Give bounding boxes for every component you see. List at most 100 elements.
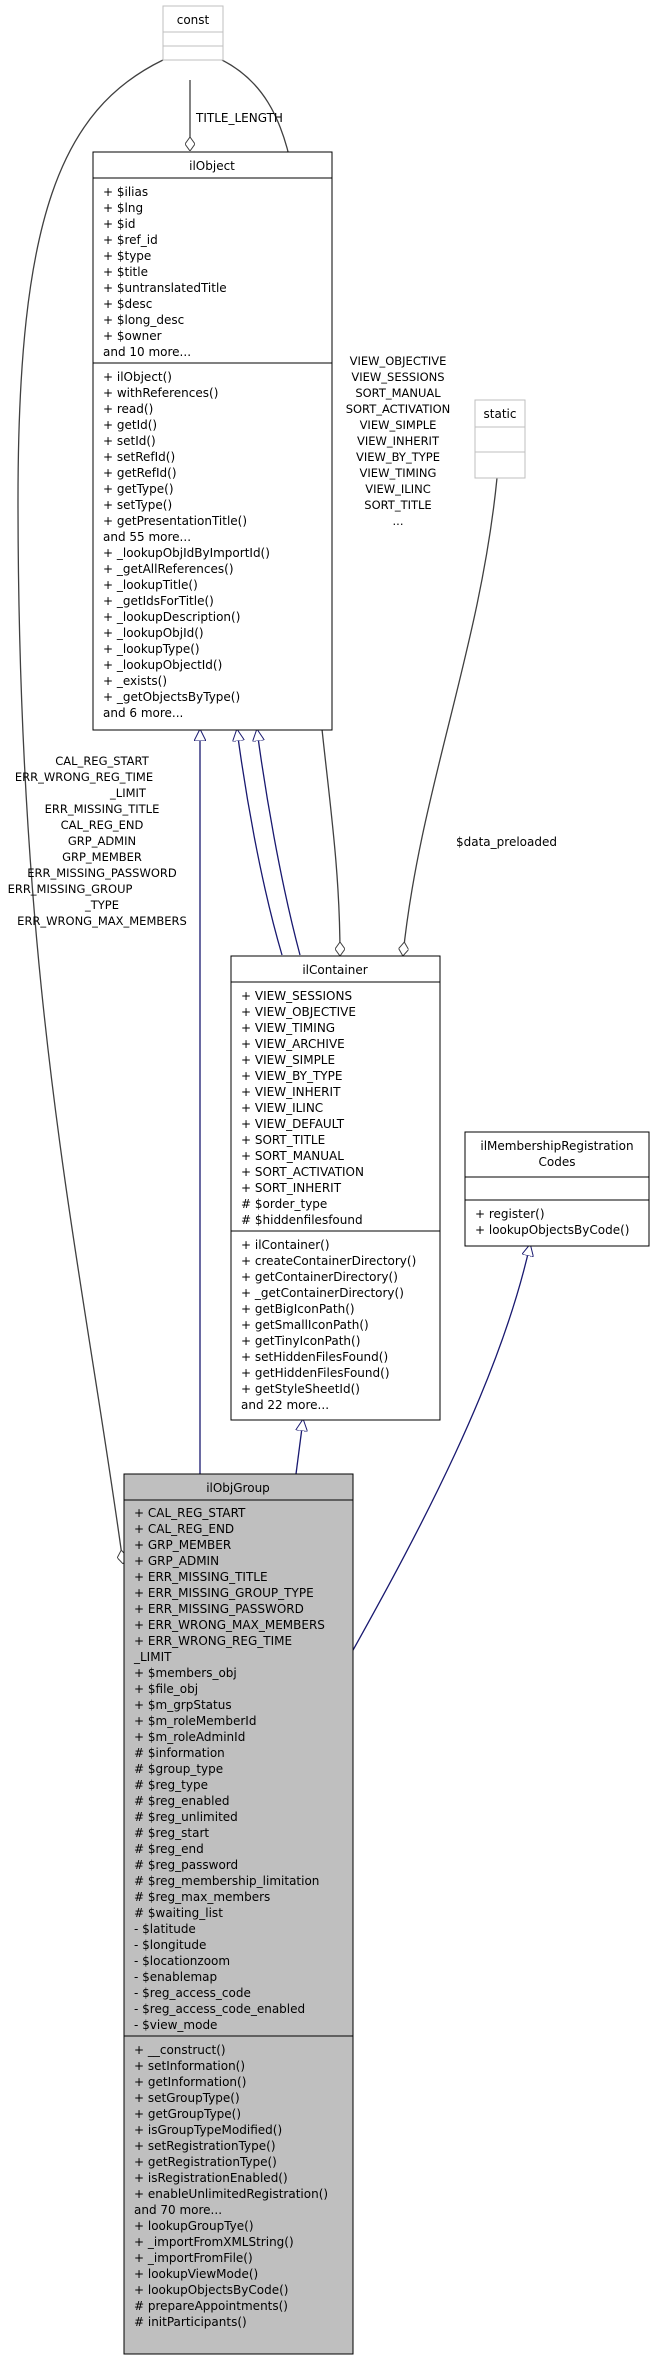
attribute: _LIMIT bbox=[133, 1650, 172, 1664]
method: + lookupViewMode() bbox=[134, 2267, 258, 2281]
method: + _lookupObjectId() bbox=[103, 658, 222, 672]
inheritance-edge-ilobjgroup-to-ilcontainer bbox=[295, 1420, 303, 1475]
method: # initParticipants() bbox=[134, 2315, 247, 2329]
method: + register() bbox=[475, 1207, 545, 1221]
method: and 22 more... bbox=[241, 1398, 329, 1412]
method: + setGroupType() bbox=[134, 2091, 240, 2105]
edge-label-line: VIEW_TIMING bbox=[360, 466, 437, 480]
class-box-static[interactable]: static bbox=[474, 399, 526, 479]
attribute: + ERR_WRONG_REG_TIME bbox=[134, 1634, 292, 1648]
attribute: - $reg_access_code_enabled bbox=[134, 2002, 305, 2016]
method: + getStyleSheetId() bbox=[241, 1382, 360, 1396]
edge-label-line: GRP_ADMIN bbox=[68, 834, 136, 848]
class-box-ilmembershipregistrationcodes[interactable]: ilMembershipRegistration Codes + registe… bbox=[464, 1131, 650, 1247]
class-box-ilobject[interactable]: ilObject + $ilias + $lng + $id + $ref_id… bbox=[92, 151, 333, 731]
edge-label-line: VIEW_OBJECTIVE bbox=[350, 354, 447, 368]
method: + isRegistrationEnabled() bbox=[134, 2171, 288, 2185]
attribute: # $reg_type bbox=[134, 1778, 208, 1792]
method: # prepareAppointments() bbox=[134, 2299, 288, 2313]
edge-label-line: ... bbox=[393, 514, 404, 528]
attribute: # $reg_max_members bbox=[134, 1890, 270, 1904]
edge-label-line: VIEW_SESSIONS bbox=[351, 370, 444, 384]
attribute: + $file_obj bbox=[134, 1682, 198, 1696]
attribute: # $reg_password bbox=[134, 1858, 238, 1872]
class-title: ilContainer bbox=[302, 963, 367, 977]
inheritance-edge-ilcontainer-to-ilobject-2 bbox=[257, 730, 301, 956]
method: and 55 more... bbox=[103, 530, 191, 544]
edge-label-line: TITLE_LENGTH bbox=[195, 111, 283, 125]
attribute-list: + CAL_REG_START + CAL_REG_END + GRP_MEMB… bbox=[133, 1506, 325, 2032]
method: and 70 more... bbox=[134, 2203, 222, 2217]
method: + _lookupObjId() bbox=[103, 626, 204, 640]
method: + getPresentationTitle() bbox=[103, 514, 247, 528]
method: + __construct() bbox=[134, 2043, 226, 2057]
edge-label-line: VIEW_BY_TYPE bbox=[356, 450, 440, 464]
edge-label-line: CAL_REG_START bbox=[55, 754, 149, 768]
edge-label-line: VIEW_ILINC bbox=[365, 482, 430, 496]
attribute: + $desc bbox=[103, 297, 152, 311]
attribute: + VIEW_OBJECTIVE bbox=[241, 1005, 356, 1019]
attribute: + ERR_MISSING_PASSWORD bbox=[134, 1602, 304, 1616]
edge-label-line: ERR_WRONG_MAX_MEMBERS bbox=[17, 914, 187, 928]
attribute: + $m_grpStatus bbox=[134, 1698, 232, 1712]
class-title-line: Codes bbox=[539, 1155, 576, 1169]
edge-label-line: $data_preloaded bbox=[456, 835, 557, 849]
method: + getInformation() bbox=[134, 2075, 246, 2089]
edge-label-line: ERR_MISSING_TITLE bbox=[45, 802, 160, 816]
edge-label-const-to-group: CAL_REG_START ERR_WRONG_REG_TIME _LIMIT … bbox=[8, 754, 187, 928]
attribute: + VIEW_SESSIONS bbox=[241, 989, 352, 1003]
attribute: # $reg_start bbox=[134, 1826, 209, 1840]
edge-label-line: SORT_MANUAL bbox=[355, 386, 441, 400]
attribute: + CAL_REG_START bbox=[134, 1506, 246, 1520]
class-box-ilobjgroup[interactable]: ilObjGroup + CAL_REG_START + CAL_REG_END… bbox=[123, 1473, 354, 2355]
attribute: + $ref_id bbox=[103, 233, 158, 247]
method-list: + ilContainer() + createContainerDirecto… bbox=[241, 1238, 416, 1412]
class-box-const[interactable]: const bbox=[162, 5, 224, 61]
method: + enableUnlimitedRegistration() bbox=[134, 2187, 328, 2201]
edges bbox=[17, 59, 530, 1653]
class-title-line: ilMembershipRegistration bbox=[480, 1139, 633, 1153]
method-list: + ilObject() + withReferences() + read()… bbox=[103, 370, 270, 720]
attribute: + ERR_MISSING_TITLE bbox=[134, 1570, 268, 1584]
attribute: - $reg_access_code bbox=[134, 1986, 251, 2000]
attribute: + $lng bbox=[103, 201, 143, 215]
method: + ilObject() bbox=[103, 370, 172, 384]
attribute: - $enablemap bbox=[134, 1970, 217, 1984]
method: + _getAllReferences() bbox=[103, 562, 234, 576]
method: + setHiddenFilesFound() bbox=[241, 1350, 388, 1364]
inheritance-edge-ilcontainer-to-ilobject-1 bbox=[237, 730, 283, 956]
method: + _lookupTitle() bbox=[103, 578, 198, 592]
edge-label-line: GRP_MEMBER bbox=[62, 850, 142, 864]
method: and 6 more... bbox=[103, 706, 183, 720]
attribute: # $reg_unlimited bbox=[134, 1810, 238, 1824]
attribute: + GRP_MEMBER bbox=[134, 1538, 231, 1552]
inheritance-edge-ilobjgroup-to-ilmembershipregistrationcodes bbox=[351, 1245, 530, 1653]
attribute: + SORT_TITLE bbox=[241, 1133, 325, 1147]
edge-label-title-length: TITLE_LENGTH bbox=[195, 111, 283, 125]
method: + read() bbox=[103, 402, 153, 416]
method: + getId() bbox=[103, 418, 157, 432]
attribute: + GRP_ADMIN bbox=[134, 1554, 219, 1568]
attribute: + VIEW_DEFAULT bbox=[241, 1117, 345, 1131]
attribute: + SORT_INHERIT bbox=[241, 1181, 342, 1195]
edge-label-line: ERR_MISSING_PASSWORD bbox=[27, 866, 177, 880]
method: + _lookupObjIdByImportId() bbox=[103, 546, 270, 560]
edge-label-line: ERR_MISSING_GROUP bbox=[8, 882, 133, 896]
method: + _getObjectsByType() bbox=[103, 690, 240, 704]
method: + lookupObjectsByCode() bbox=[475, 1223, 629, 1237]
class-title: static bbox=[484, 407, 517, 421]
edge-label-line: SORT_TITLE bbox=[364, 498, 431, 512]
attribute: + ERR_MISSING_GROUP_TYPE bbox=[134, 1586, 314, 1600]
edge-label-const-to-container: VIEW_OBJECTIVE VIEW_SESSIONS SORT_MANUAL… bbox=[346, 354, 451, 528]
edge-label-line: ERR_WRONG_REG_TIME bbox=[15, 770, 153, 784]
method: + getBigIconPath() bbox=[241, 1302, 355, 1316]
edge-label-line: VIEW_INHERIT bbox=[357, 434, 440, 448]
edge-label-line: VIEW_SIMPLE bbox=[360, 418, 437, 432]
attribute: # $group_type bbox=[134, 1762, 223, 1776]
method: + getGroupType() bbox=[134, 2107, 241, 2121]
edge-label-line: _TYPE bbox=[84, 898, 119, 912]
attribute: + $ilias bbox=[103, 185, 148, 199]
class-box-ilcontainer[interactable]: ilContainer + VIEW_SESSIONS + VIEW_OBJEC… bbox=[230, 955, 441, 1421]
method: + setId() bbox=[103, 434, 156, 448]
